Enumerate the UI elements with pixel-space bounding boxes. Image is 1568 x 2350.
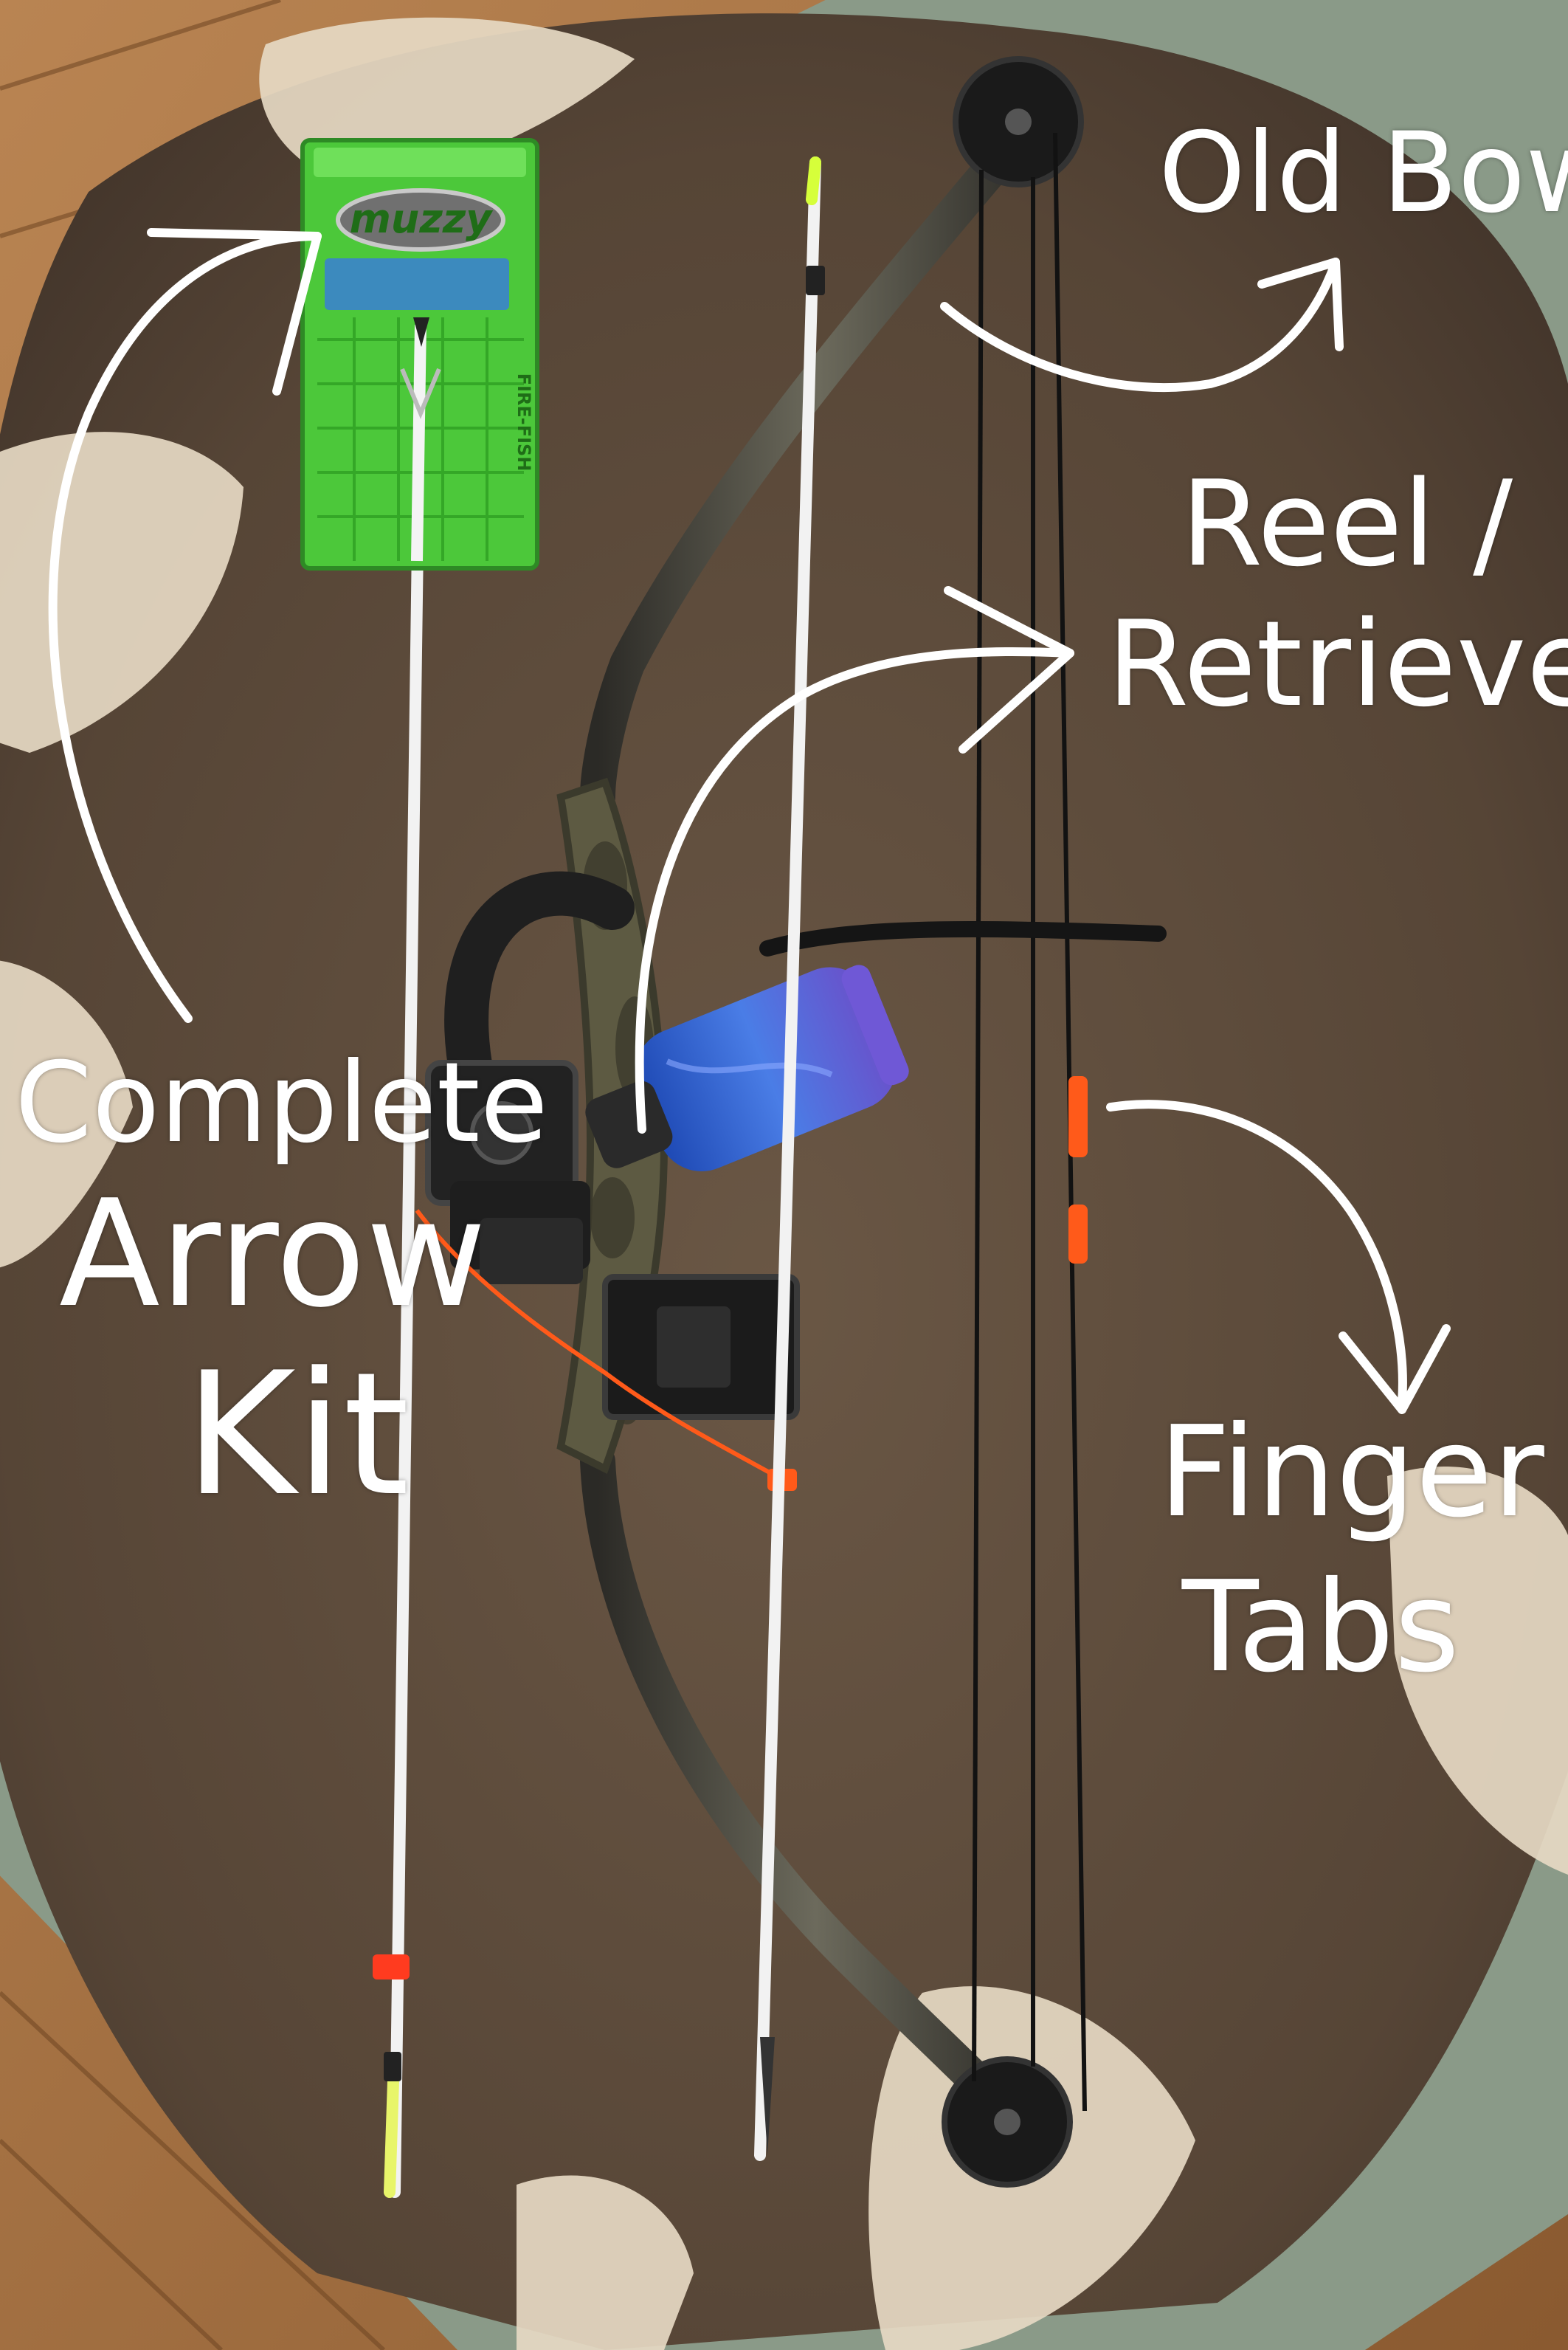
orange-line	[415, 1209, 791, 1486]
label-arrow: Arrow	[59, 1168, 487, 1340]
package-side-text: FIRE-FISH	[514, 373, 534, 472]
label-finger: Finger	[1158, 1399, 1544, 1546]
finger-tabs-pointer	[1106, 1100, 1407, 1407]
label-reel: Reel /	[1181, 455, 1513, 593]
label-retriever: Retriever	[1107, 595, 1568, 733]
cable-guard	[759, 921, 1167, 957]
old-bow-pointer	[940, 258, 1340, 393]
bow-upper-limb	[580, 93, 1058, 815]
arrow-shaft-left	[389, 326, 426, 2198]
arrow-kit-pointer	[48, 232, 322, 1023]
package-brand-logo: muzzy	[349, 196, 492, 242]
reel-pointer	[635, 647, 1074, 1134]
finger-tab-upper	[1068, 1076, 1088, 1157]
label-old-bow: Old Bow	[1158, 109, 1568, 238]
label-kit: Kit	[184, 1337, 410, 1534]
reel-retriever	[585, 965, 909, 1172]
finger-tab-lower	[1068, 1205, 1088, 1264]
annotation-arrows	[48, 228, 1451, 1414]
arrow-kit-package	[300, 138, 539, 571]
label-complete: Complete	[15, 1039, 548, 1168]
label-tabs: Tabs	[1181, 1554, 1460, 1701]
arrow-shaft-center	[754, 156, 821, 2161]
wrist-sling	[444, 871, 635, 1100]
